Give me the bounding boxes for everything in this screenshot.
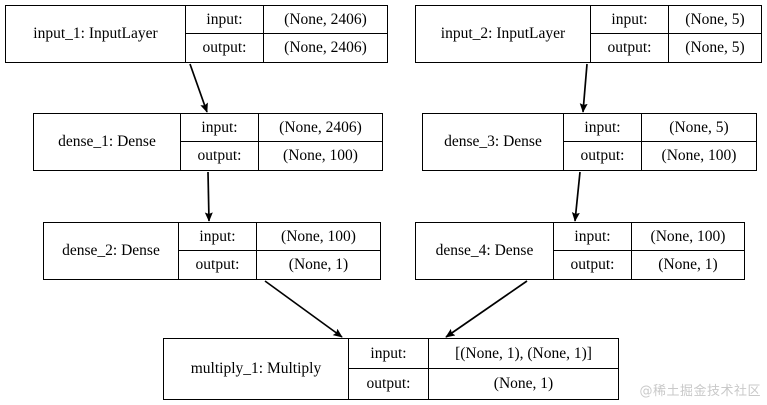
io-output-value: (None, 1) xyxy=(288,256,349,273)
io-table: input: (None, 100) output: (None, 1) xyxy=(179,223,380,279)
io-input-value: (None, 5) xyxy=(669,118,729,136)
edge-dense_3-to-dense_4 xyxy=(571,171,581,222)
io-input-value: (None, 100) xyxy=(281,227,356,245)
io-table: input: (None, 2406) output: (None, 2406) xyxy=(186,6,387,62)
node-title: input_1: InputLayer xyxy=(6,6,186,62)
io-row-input: input: (None, 2406) xyxy=(186,6,387,34)
io-row-output: output: (None, 2406) xyxy=(186,34,387,62)
io-input-value: (None, 5) xyxy=(685,10,745,28)
io-output-key: output: xyxy=(591,34,669,62)
io-output-key: output: xyxy=(181,142,259,170)
io-output-value: (None, 5) xyxy=(685,39,745,56)
io-output-key: output: xyxy=(564,142,642,170)
io-input-key: input: xyxy=(349,339,429,368)
io-row-output: output: (None, 1) xyxy=(554,251,744,279)
io-input-value: [(None, 1), (None, 1)] xyxy=(455,344,592,362)
io-row-output: output: (None, 100) xyxy=(181,142,382,170)
node-title: dense_4: Dense xyxy=(416,223,554,279)
io-row-output: output: (None, 5) xyxy=(591,34,761,62)
node-dense-2[interactable]: dense_2: Dense input: (None, 100) output… xyxy=(43,222,381,280)
node-input-2[interactable]: input_2: InputLayer input: (None, 5) out… xyxy=(415,5,762,63)
node-multiply-1[interactable]: multiply_1: Multiply input: [(None, 1), … xyxy=(163,338,619,400)
io-output-key: output: xyxy=(179,251,257,279)
io-table: input: [(None, 1), (None, 1)] output: (N… xyxy=(349,339,618,399)
io-output-key: output: xyxy=(186,34,264,62)
io-row-input: input: (None, 100) xyxy=(554,223,744,251)
io-table: input: (None, 5) output: (None, 100) xyxy=(564,114,756,170)
io-input-value: (None, 100) xyxy=(650,227,726,245)
edge-dense_4-to-multiply_1 xyxy=(445,280,528,338)
io-input-key: input: xyxy=(591,6,669,33)
io-output-key: output: xyxy=(554,251,632,279)
io-table: input: (None, 100) output: (None, 1) xyxy=(554,223,744,279)
io-input-key: input: xyxy=(554,223,632,250)
node-title: input_2: InputLayer xyxy=(416,6,591,62)
io-row-input: input: (None, 100) xyxy=(179,223,380,251)
io-input-value: (None, 2406) xyxy=(284,10,367,28)
node-dense-4[interactable]: dense_4: Dense input: (None, 100) output… xyxy=(415,222,745,280)
io-output-key: output: xyxy=(349,369,429,399)
io-row-input: input: (None, 5) xyxy=(564,114,756,142)
node-title: dense_2: Dense xyxy=(44,223,179,279)
io-row-output: output: (None, 100) xyxy=(564,142,756,170)
io-input-value: (None, 2406) xyxy=(279,118,362,136)
io-row-input: input: (None, 2406) xyxy=(181,114,382,142)
node-dense-1[interactable]: dense_1: Dense input: (None, 2406) outpu… xyxy=(33,113,383,171)
node-title: dense_3: Dense xyxy=(423,114,564,170)
node-dense-3[interactable]: dense_3: Dense input: (None, 5) output: … xyxy=(422,113,757,171)
io-input-key: input: xyxy=(564,114,642,141)
watermark: @稀土掘金技术社区 xyxy=(639,384,761,399)
node-input-1[interactable]: input_1: InputLayer input: (None, 2406) … xyxy=(5,5,388,63)
io-input-key: input: xyxy=(181,114,259,141)
io-output-value: (None, 2406) xyxy=(284,39,367,56)
node-title: dense_1: Dense xyxy=(34,114,181,170)
io-table: input: (None, 5) output: (None, 5) xyxy=(591,6,761,62)
io-output-value: (None, 1) xyxy=(658,256,718,273)
io-output-value: (None, 1) xyxy=(493,375,554,392)
io-output-value: (None, 100) xyxy=(661,147,737,164)
node-title: multiply_1: Multiply xyxy=(164,339,349,399)
io-row-output: output: (None, 1) xyxy=(179,251,380,279)
io-input-key: input: xyxy=(186,6,264,33)
edge-input_1-to-dense_1 xyxy=(189,63,208,113)
io-input-key: input: xyxy=(179,223,257,250)
edge-dense_1-to-dense_2 xyxy=(204,171,213,222)
io-table: input: (None, 2406) output: (None, 100) xyxy=(181,114,382,170)
io-row-input: input: (None, 5) xyxy=(591,6,761,34)
io-row-input: input: [(None, 1), (None, 1)] xyxy=(349,339,618,369)
edge-input_2-to-dense_3 xyxy=(579,63,588,113)
io-output-value: (None, 100) xyxy=(283,147,358,164)
edge-dense_2-to-multiply_1 xyxy=(264,280,343,338)
io-row-output: output: (None, 1) xyxy=(349,369,618,399)
